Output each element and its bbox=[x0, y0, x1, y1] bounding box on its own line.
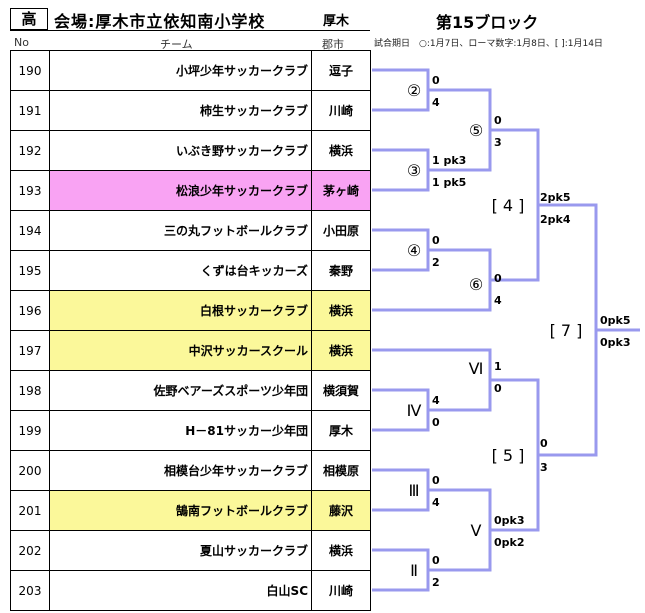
team-name: 相模台少年サッカークラブ bbox=[49, 450, 312, 491]
score-bottom-m2: 4 bbox=[432, 96, 440, 109]
score-bottom-b5: 3 bbox=[540, 461, 548, 474]
team-number: 200 bbox=[10, 450, 50, 491]
team-number: 196 bbox=[10, 290, 50, 331]
team-name: H－81サッカー少年団 bbox=[49, 410, 312, 451]
team-number: 198 bbox=[10, 370, 50, 411]
team-name: 松浪少年サッカークラブ bbox=[49, 170, 312, 211]
team-number: 194 bbox=[10, 210, 50, 251]
score-bottom-r2: 2 bbox=[432, 576, 440, 589]
team-name: 白根サッカークラブ bbox=[49, 290, 312, 331]
team-city: 茅ヶ崎 bbox=[311, 170, 371, 211]
column-header-no: No bbox=[14, 36, 29, 49]
score-top-m3: 1 pk3 bbox=[432, 154, 466, 167]
team-city: 横須賀 bbox=[311, 370, 371, 411]
score-top-m5: 0 bbox=[494, 114, 502, 127]
team-city: 川崎 bbox=[311, 90, 371, 131]
score-top-r5: 0pk3 bbox=[494, 514, 525, 527]
bracket-lines bbox=[372, 68, 640, 592]
score-bottom-r4: 0 bbox=[432, 416, 440, 429]
match-label-b4: [ 4 ] bbox=[492, 196, 525, 215]
venue-title: 会場:厚木市立依知南小学校 bbox=[54, 12, 266, 31]
team-number: 202 bbox=[10, 530, 50, 571]
match-label-b7: [ 7 ] bbox=[550, 321, 583, 340]
title-divider bbox=[10, 30, 370, 31]
match-label-r6: Ⅵ bbox=[469, 359, 484, 378]
score-top-r4: 4 bbox=[432, 394, 440, 407]
team-city: 川崎 bbox=[311, 570, 371, 611]
team-name: 小坪少年サッカークラブ bbox=[49, 50, 312, 91]
score-top-r3: 0 bbox=[432, 474, 440, 487]
score-bottom-m5: 3 bbox=[494, 136, 502, 149]
score-top-m2: 0 bbox=[432, 74, 440, 87]
team-name: 鵠南フットボールクラブ bbox=[49, 490, 312, 531]
score-bottom-m6: 4 bbox=[494, 294, 502, 307]
match-label-m3: ③ bbox=[407, 161, 421, 180]
match-label-r5: Ⅴ bbox=[471, 521, 482, 540]
match-label-m4: ④ bbox=[407, 241, 421, 260]
score-top-m6: 0 bbox=[494, 272, 502, 285]
match-label-r2: Ⅱ bbox=[410, 561, 418, 580]
match-label-r3: Ⅲ bbox=[408, 481, 419, 500]
score-top-b7: 0pk5 bbox=[600, 314, 631, 327]
score-bottom-r6: 0 bbox=[494, 382, 502, 395]
match-label-m6: ⑥ bbox=[469, 275, 483, 294]
team-city: 藤沢 bbox=[311, 490, 371, 531]
score-top-b5: 0 bbox=[540, 437, 548, 450]
match-label-m5: ⑤ bbox=[469, 121, 483, 140]
bracket-r3 bbox=[372, 468, 430, 512]
bracket-r2 bbox=[372, 548, 430, 592]
team-number: 190 bbox=[10, 50, 50, 91]
score-bottom-b7: 0pk3 bbox=[600, 336, 631, 349]
score-bottom-m3: 1 pk5 bbox=[432, 176, 466, 189]
score-top-r2: 0 bbox=[432, 554, 440, 567]
team-city: 逗子 bbox=[311, 50, 371, 91]
grade-badge: 高 bbox=[10, 8, 48, 30]
team-city: 横浜 bbox=[311, 290, 371, 331]
team-number: 201 bbox=[10, 490, 50, 531]
match-label-r4: Ⅳ bbox=[407, 401, 422, 420]
block-title: 第15ブロック bbox=[436, 13, 539, 32]
score-top-r6: 1 bbox=[494, 360, 502, 373]
match-dates-note: 試合期日 ○:1月7日、ローマ数字:1月8日、[ ]:1月14日 bbox=[374, 39, 603, 49]
team-name: 白山SC bbox=[49, 570, 312, 611]
column-header-team: チーム bbox=[160, 38, 193, 51]
team-city: 横浜 bbox=[311, 330, 371, 371]
team-city: 横浜 bbox=[311, 530, 371, 571]
score-bottom-m4: 2 bbox=[432, 256, 440, 269]
team-city: 厚木 bbox=[311, 410, 371, 451]
score-bottom-r5: 0pk2 bbox=[494, 536, 525, 549]
match-label-m2: ② bbox=[407, 81, 421, 100]
team-number: 199 bbox=[10, 410, 50, 451]
team-city: 横浜 bbox=[311, 130, 371, 171]
column-header-city: 郡市 bbox=[322, 38, 344, 51]
score-top-m4: 0 bbox=[432, 234, 440, 247]
team-name: 柿生サッカークラブ bbox=[49, 90, 312, 131]
team-name: 三の丸フットボールクラブ bbox=[49, 210, 312, 251]
score-bottom-r3: 4 bbox=[432, 496, 440, 509]
team-name: くずは台キッカーズ bbox=[49, 250, 312, 291]
team-name: 佐野ベアーズスポーツ少年団 bbox=[49, 370, 312, 411]
score-bottom-b4: 2pk4 bbox=[540, 213, 571, 226]
match-label-b5: [ 5 ] bbox=[492, 446, 525, 465]
team-number: 195 bbox=[10, 250, 50, 291]
team-name: いぶき野サッカークラブ bbox=[49, 130, 312, 171]
venue-city: 厚木 bbox=[323, 14, 350, 29]
score-top-b4: 2pk5 bbox=[540, 191, 571, 204]
